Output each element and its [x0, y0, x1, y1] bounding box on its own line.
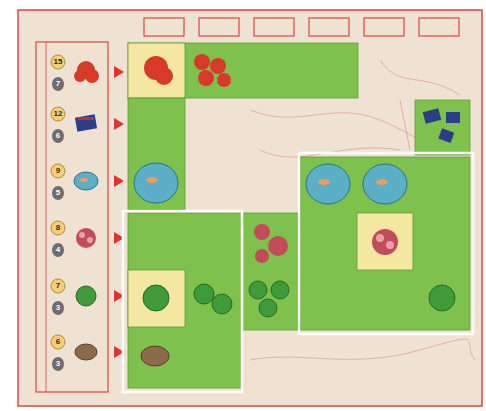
highlight-frames [123, 153, 473, 392]
score-number: 9 [56, 167, 60, 175]
stone-count: 7 [56, 80, 60, 88]
board [18, 10, 482, 406]
score-number: 7 [56, 282, 60, 290]
score-number: 8 [56, 224, 60, 232]
score-number: 12 [54, 110, 63, 118]
stone-count: 3 [56, 304, 60, 312]
score-tokens [51, 55, 65, 371]
stone-count: 5 [56, 189, 60, 197]
top-boxes [144, 18, 459, 36]
stone-count: 4 [56, 246, 60, 254]
row-icons [74, 61, 99, 360]
stone-count: 3 [56, 360, 60, 368]
score-number: 15 [54, 58, 63, 66]
stone-count: 6 [56, 132, 60, 140]
score-number: 6 [56, 338, 60, 346]
score-column [36, 42, 108, 392]
